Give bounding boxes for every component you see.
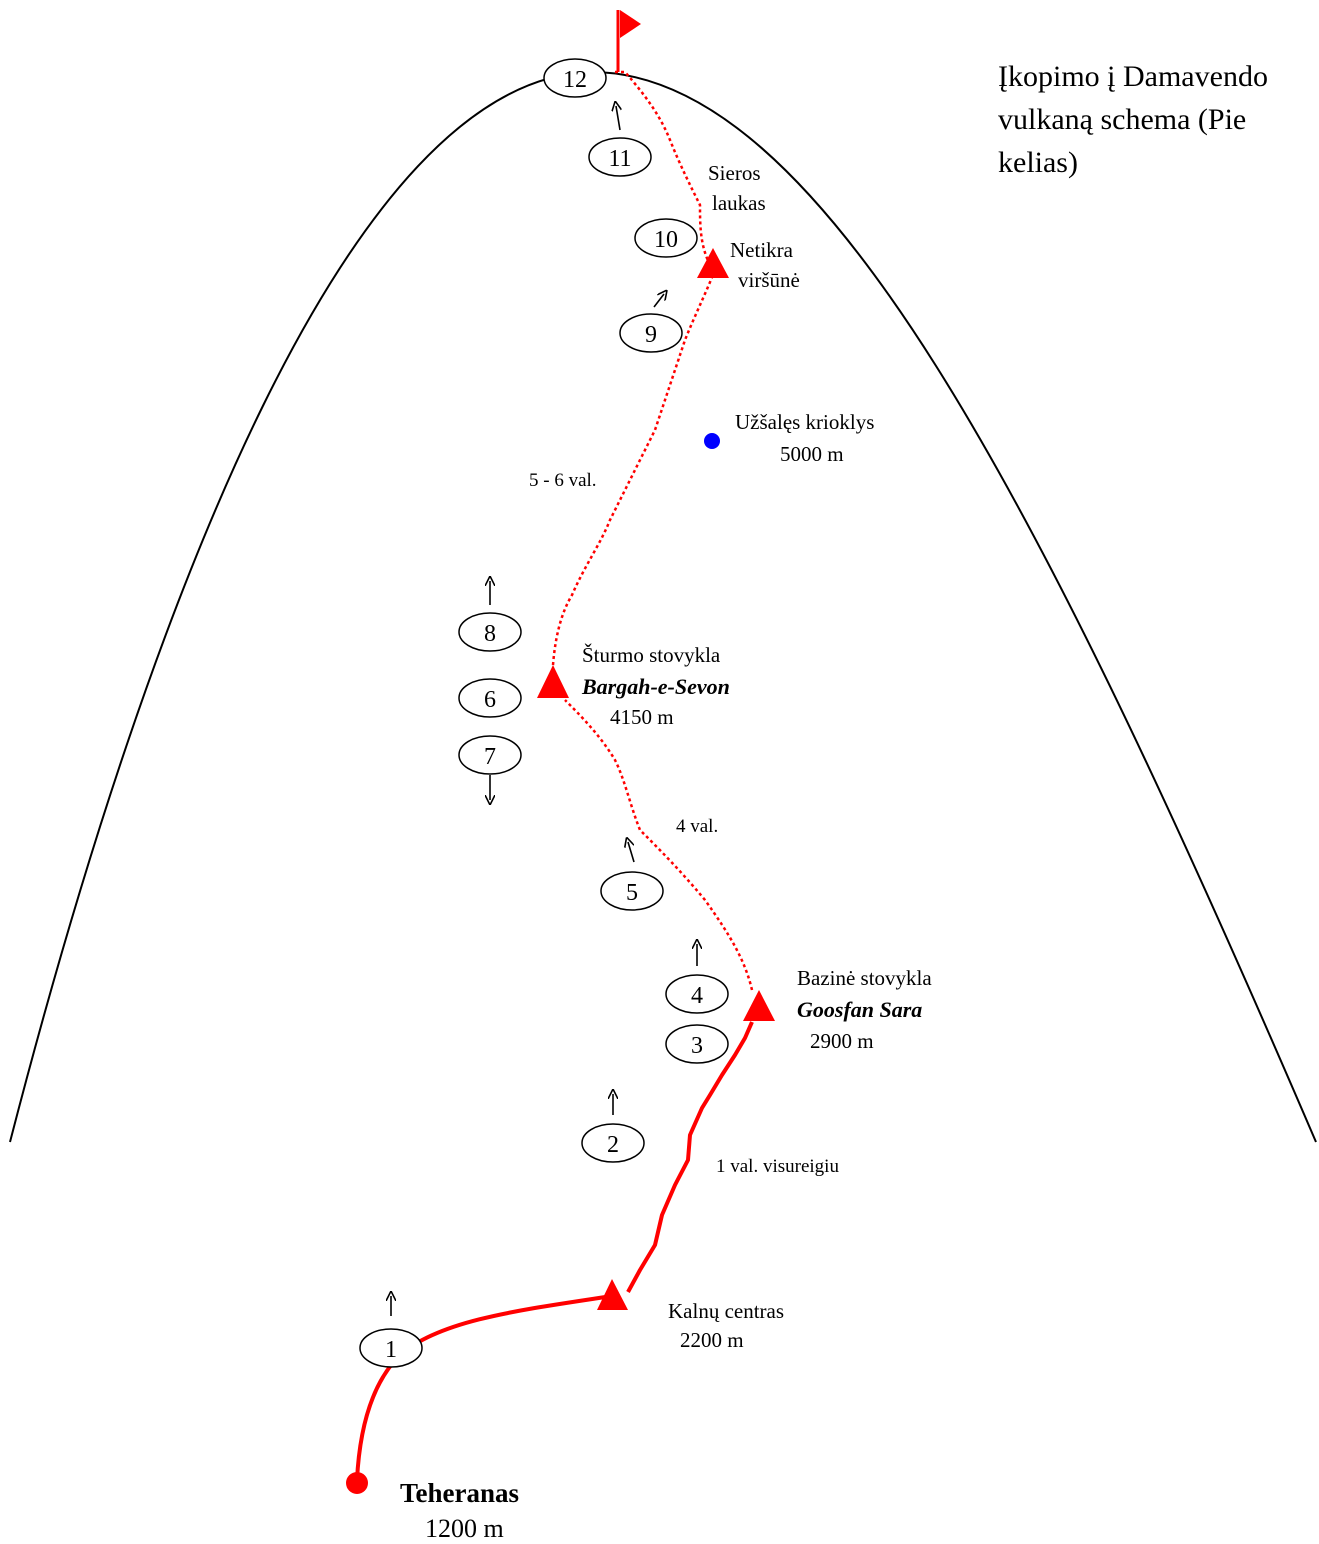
day-marker-6: 6 (458, 678, 522, 718)
arrow-icon (628, 842, 635, 863)
diagram-title-line-3: kelias) (998, 146, 1078, 179)
arrow-icon (616, 106, 620, 131)
red-triangle-icon (597, 1279, 628, 1310)
svg-text:3: 3 (691, 1033, 703, 1059)
route-trail-to-assault (564, 699, 754, 991)
day-marker-11: 11 (588, 106, 652, 177)
duration-to-assault: 4 val. (676, 816, 718, 837)
day-marker-4: 4 (665, 944, 729, 1014)
red-triangle-icon (743, 990, 775, 1021)
red-triangle-icon (697, 248, 729, 278)
assault-camp-name: Bargah-e-Sevon (581, 674, 730, 699)
waterfall-label: Užšalęs krioklys (735, 410, 874, 434)
svg-text:6: 6 (484, 687, 496, 713)
day-marker-10: 10 (634, 218, 698, 258)
red-dot-icon (346, 1472, 368, 1494)
duration-to-summit: 5 - 6 val. (529, 470, 597, 491)
waterfall-dot-icon (704, 433, 720, 449)
arrow-icon (653, 294, 664, 308)
svg-text:5: 5 (626, 880, 638, 906)
day-marker-9: 9 (619, 294, 683, 353)
svg-text:1: 1 (385, 1337, 397, 1363)
false-summit-label-1: Netikra (730, 238, 794, 262)
mountain-center-label: Kalnų centras (668, 1299, 784, 1323)
red-triangle-icon (537, 665, 569, 698)
waterfall-altitude: 5000 m (780, 442, 844, 466)
sulphur-field-label-2: laukas (712, 191, 766, 215)
svg-text:7: 7 (484, 744, 496, 770)
day-marker-8: 8 (458, 581, 522, 652)
assault-camp-label: Šturmo stovykla (582, 643, 721, 667)
day-marker-1: 1 (359, 1296, 423, 1368)
diagram-title-line-1: Įkopimo į Damavendo (998, 60, 1268, 93)
svg-text:10: 10 (654, 227, 678, 253)
route-jeep (626, 1021, 754, 1293)
assault-camp-altitude: 4150 m (610, 705, 674, 729)
svg-text:11: 11 (608, 146, 631, 172)
red-flag-icon (616, 10, 641, 72)
day-marker-3: 3 (665, 1024, 729, 1064)
tehran-label: Teheranas (400, 1478, 519, 1508)
svg-text:2: 2 (607, 1132, 619, 1158)
mountain-center-altitude: 2200 m (680, 1328, 744, 1352)
route-road (355, 1294, 613, 1481)
svg-text:4: 4 (691, 983, 703, 1009)
day-marker-5: 5 (600, 842, 664, 911)
diagram-title-line-2: vulkaną schema (Pie (998, 103, 1246, 136)
svg-text:9: 9 (645, 322, 657, 348)
base-camp-label: Bazinė stovykla (797, 966, 932, 990)
route-trail-to-summit (614, 70, 712, 266)
day-marker-2: 2 (581, 1094, 645, 1163)
day-marker-12: 12 (543, 58, 607, 98)
route-trail-to-false-summit (551, 269, 717, 666)
base-camp-altitude: 2900 m (810, 1029, 874, 1053)
sulphur-field-label-1: Sieros (708, 161, 761, 185)
svg-text:8: 8 (484, 621, 496, 647)
duration-jeep: 1 val. visureigiu (716, 1156, 839, 1177)
base-camp-name: Goosfan Sara (797, 997, 922, 1022)
day-marker-7: 7 (458, 735, 522, 800)
false-summit-label-2: viršūnė (738, 268, 800, 292)
tehran-altitude: 1200 m (425, 1514, 504, 1543)
svg-text:12: 12 (563, 67, 587, 93)
